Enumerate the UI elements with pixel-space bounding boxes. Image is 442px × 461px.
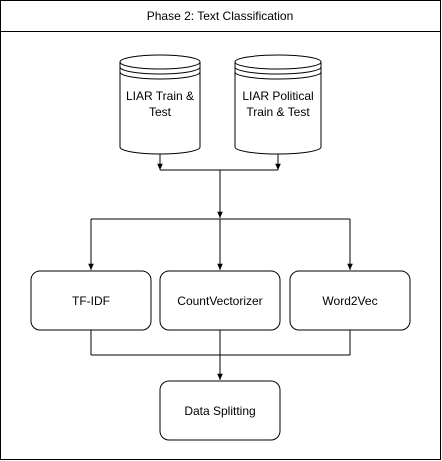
dataset-liar-train-test: LIAR Train & Test (119, 54, 201, 155)
output-label: Data Splitting (184, 404, 255, 418)
dataset-liar-political-train-test: LIAR Political Train & Test (234, 54, 322, 155)
phase-title: Phase 2: Text Classification (147, 9, 294, 23)
process-countvectorizer: CountVectorizer (159, 270, 281, 331)
process-tf-idf: TF-IDF (30, 270, 152, 331)
dataset-label-line-2: Test (149, 105, 172, 119)
process-label: Word2Vec (322, 294, 377, 308)
split-connector (88, 218, 353, 270)
process-label: TF-IDF (72, 294, 110, 308)
dataset-label-line-1: LIAR Political (242, 89, 313, 103)
process-data-splitting: Data Splitting (159, 380, 281, 441)
process-word2vec: Word2Vec (289, 270, 411, 331)
join-connector (90, 330, 351, 380)
process-label: CountVectorizer (177, 294, 262, 308)
merge-connector (157, 154, 281, 218)
dataset-label-line-2: Train & Test (246, 105, 310, 119)
dataset-label-line-1: LIAR Train & (126, 89, 194, 103)
